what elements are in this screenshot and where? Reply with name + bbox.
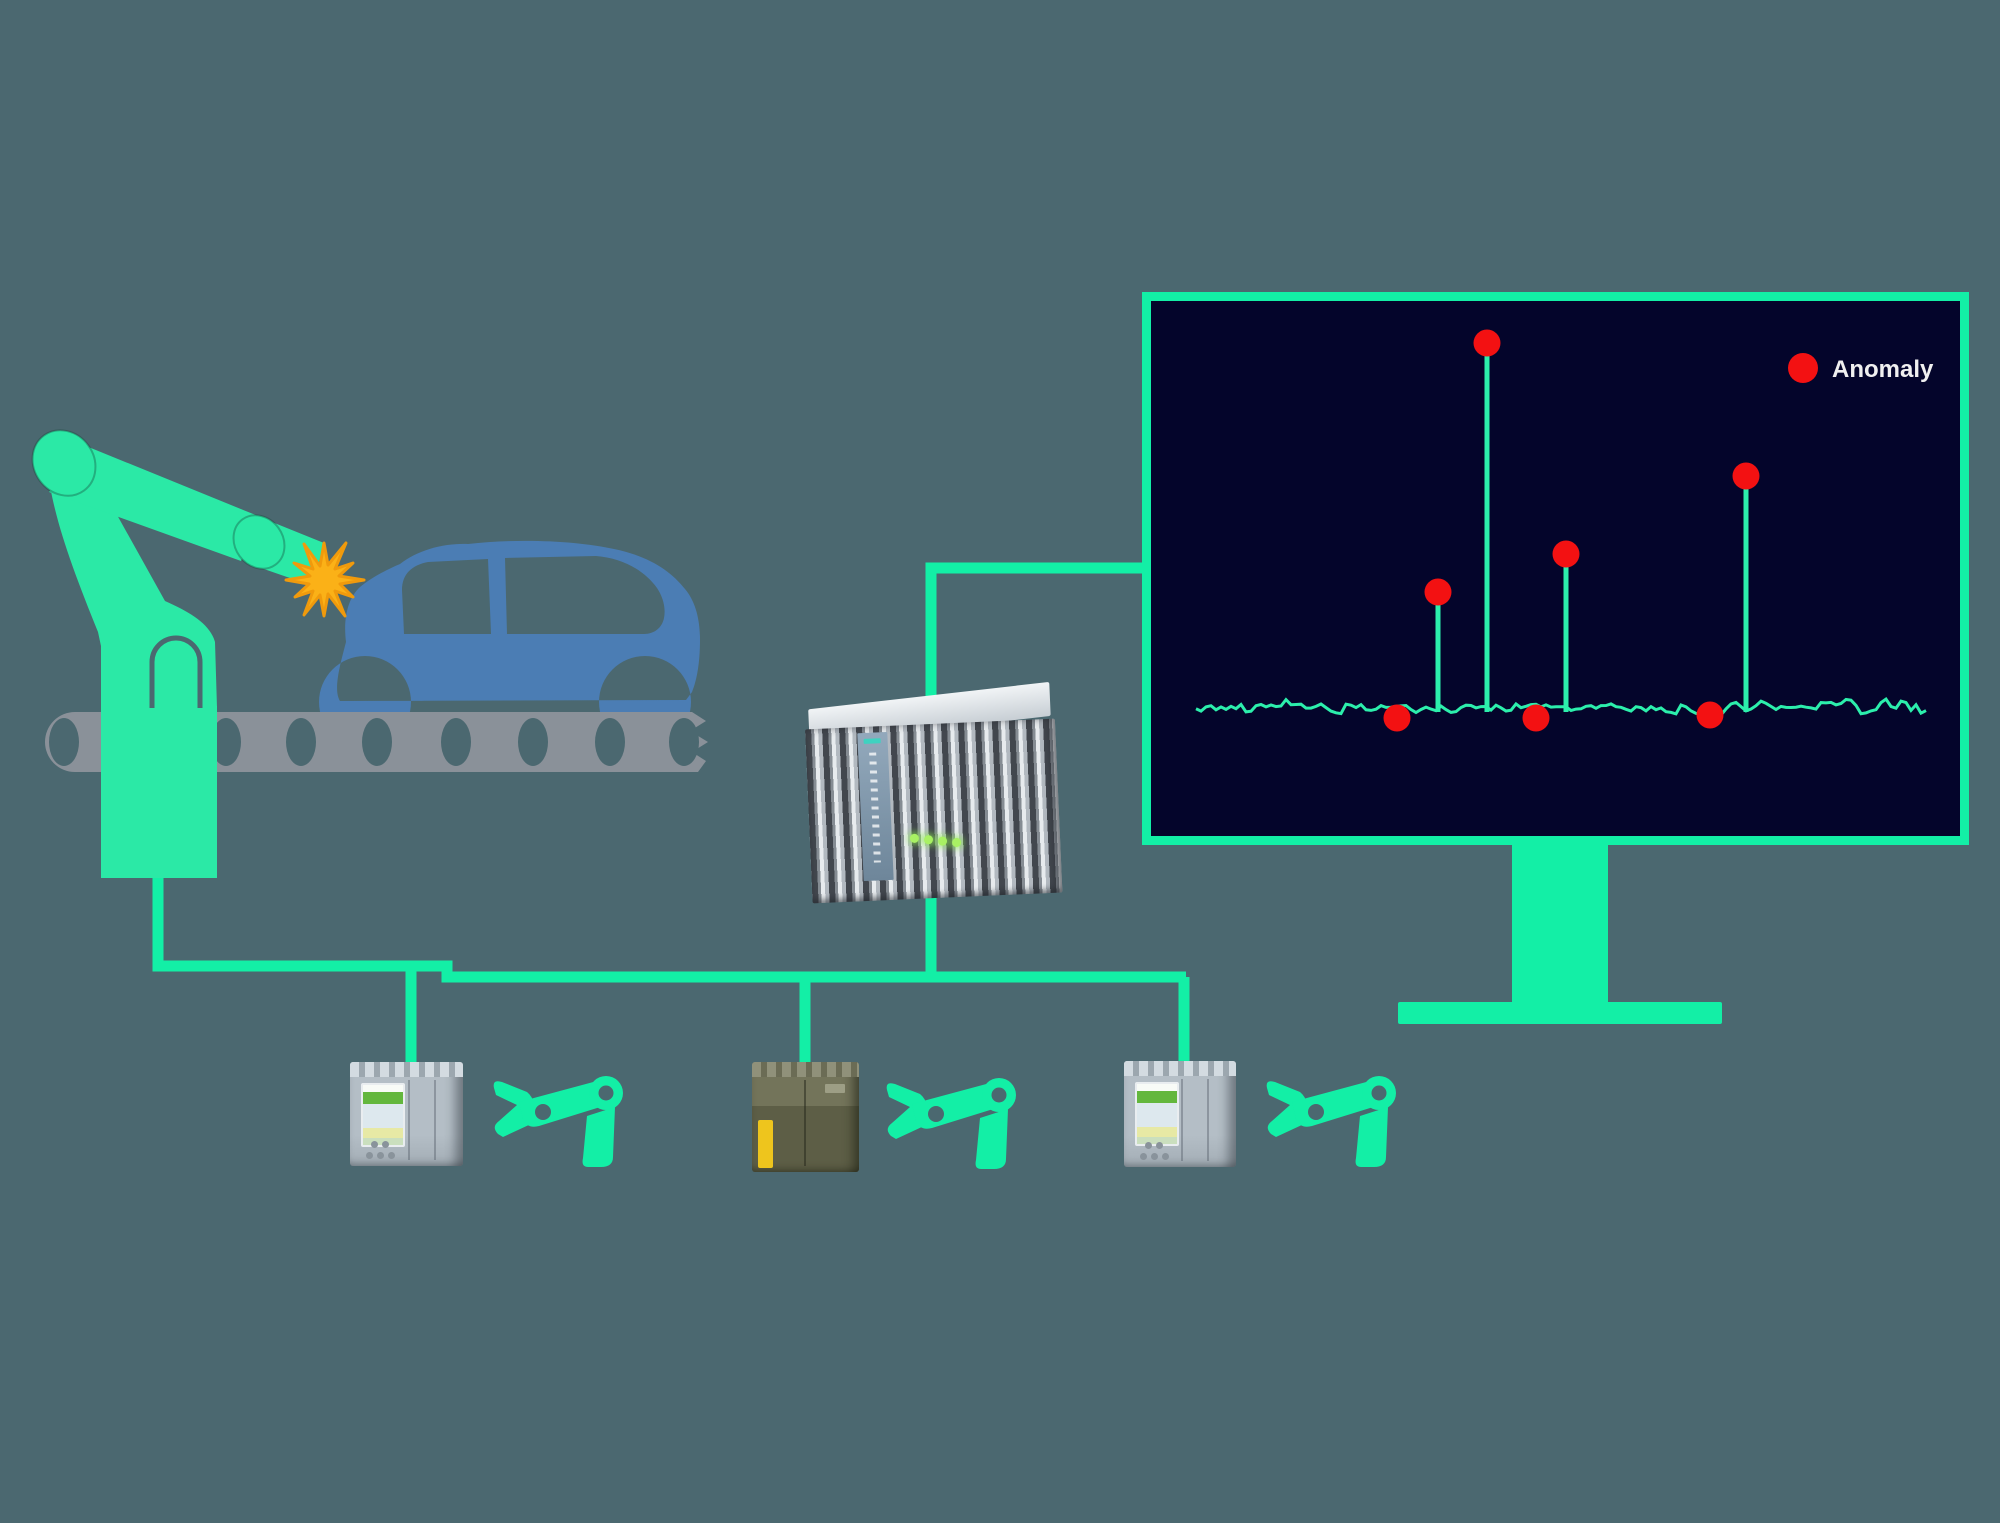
plc-button	[366, 1152, 373, 1159]
plc-panel-seam	[1207, 1079, 1209, 1161]
plc-panel-seam	[804, 1080, 806, 1166]
mini-robot-arm-icon	[1266, 1076, 1396, 1167]
anomaly-point	[1552, 540, 1580, 568]
anomaly-chart	[1195, 329, 1927, 732]
plc-label-tag	[825, 1084, 845, 1093]
plc-connector-row	[752, 1062, 859, 1077]
monitor: Anomaly	[1142, 292, 1969, 1024]
robot-elbow-joint	[232, 514, 286, 570]
anomaly-point	[1696, 701, 1724, 729]
plc-button	[377, 1152, 384, 1159]
anomaly-point	[1424, 578, 1452, 606]
plc-yellow-stripe	[758, 1120, 773, 1168]
monitor-stand-base	[1398, 1002, 1722, 1024]
monitor-screen	[1142, 292, 1969, 845]
industrial-pc-label-strip	[857, 731, 894, 882]
anomaly-point	[1383, 704, 1411, 732]
welding-robot-arm-icon	[31, 429, 324, 878]
chart-legend: Anomaly	[1788, 353, 1934, 383]
anomaly-point	[1473, 329, 1501, 357]
plc-button	[1162, 1153, 1169, 1160]
plc-connector-row	[1124, 1061, 1236, 1076]
pc-to-monitor-line	[925, 562, 1146, 697]
bus-line	[152, 872, 1186, 983]
industrial-pc-label-text-marks	[869, 752, 881, 863]
legend-anomaly-dot	[1788, 353, 1818, 383]
plc-button	[388, 1152, 395, 1159]
plc-panel-seam	[408, 1080, 410, 1160]
chart-signal-line	[1195, 696, 1927, 718]
car-body-silhouette	[319, 540, 700, 748]
anomaly-point	[1732, 462, 1760, 490]
robot-shoulder-joint	[31, 429, 97, 497]
industrial-pc-logo-mark	[863, 738, 881, 744]
robot-foot-cutout	[149, 635, 203, 708]
plc-device-middle	[752, 1062, 859, 1172]
plc-button	[1151, 1153, 1158, 1160]
robot-leg-foot	[50, 470, 217, 708]
robot-upper-arm	[49, 446, 258, 561]
robot-base-pedestal	[101, 706, 217, 878]
plc-button	[382, 1141, 389, 1148]
industrial-pc-image	[804, 681, 1063, 904]
plc-button	[1140, 1153, 1147, 1160]
plc-device-left	[350, 1062, 463, 1166]
plc-button	[1156, 1142, 1163, 1149]
industrial-pc-heatsink-fins	[805, 718, 1063, 904]
mini-robot-arm-icon	[493, 1076, 623, 1167]
plc-panel-seam	[1181, 1079, 1183, 1161]
plc-panel-seam	[434, 1080, 436, 1160]
network-lines	[152, 562, 1190, 1068]
mini-robot-arm-icon	[886, 1078, 1016, 1169]
plc-button	[371, 1141, 378, 1148]
plc-display	[361, 1083, 405, 1147]
anomaly-point	[1522, 704, 1550, 732]
welding-spark-icon	[284, 541, 366, 618]
plc-display	[1135, 1082, 1179, 1146]
plc-connector-row	[350, 1062, 463, 1077]
plc-button	[1145, 1142, 1152, 1149]
plc-device-right	[1124, 1061, 1236, 1167]
monitor-stand-neck	[1512, 843, 1608, 1004]
legend-anomaly-label: Anomaly	[1832, 356, 1934, 383]
